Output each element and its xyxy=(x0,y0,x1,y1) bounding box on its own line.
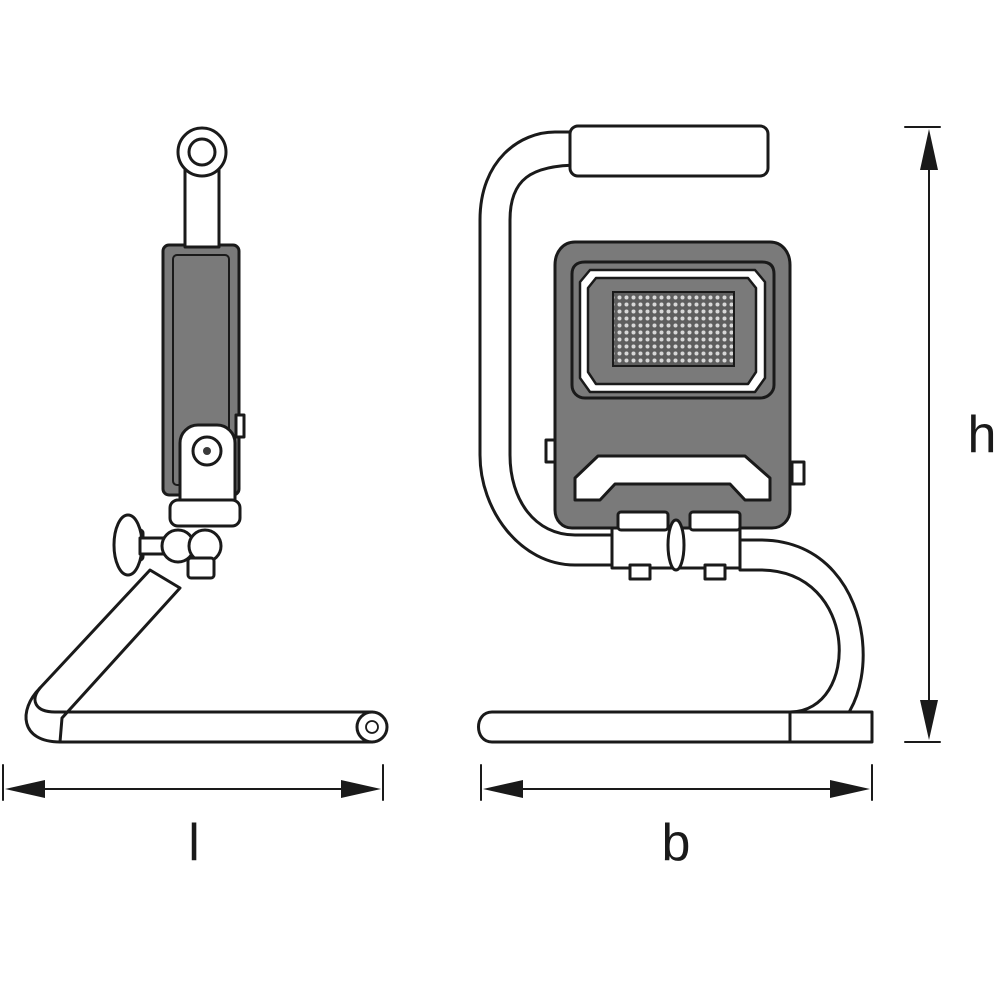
front-base-tube xyxy=(477,538,874,744)
front-lamp-housing xyxy=(544,240,806,530)
front-connector-box xyxy=(610,510,742,581)
dimension-label-b: b xyxy=(662,814,691,872)
dimension-l: l xyxy=(2,764,384,872)
side-handle xyxy=(176,126,228,249)
dimension-label-l: l xyxy=(188,814,200,872)
front-handle-tube xyxy=(478,130,617,567)
side-view xyxy=(24,126,389,744)
led-array xyxy=(612,291,735,367)
dimension-h: h xyxy=(904,126,997,743)
front-handle-grip xyxy=(568,124,770,178)
side-base-tube xyxy=(24,568,389,744)
dimension-label-h: h xyxy=(968,406,997,464)
side-tilt-knob xyxy=(112,513,223,580)
side-lamp-body xyxy=(161,243,246,528)
dimension-b: b xyxy=(480,764,873,872)
front-view xyxy=(477,124,874,744)
